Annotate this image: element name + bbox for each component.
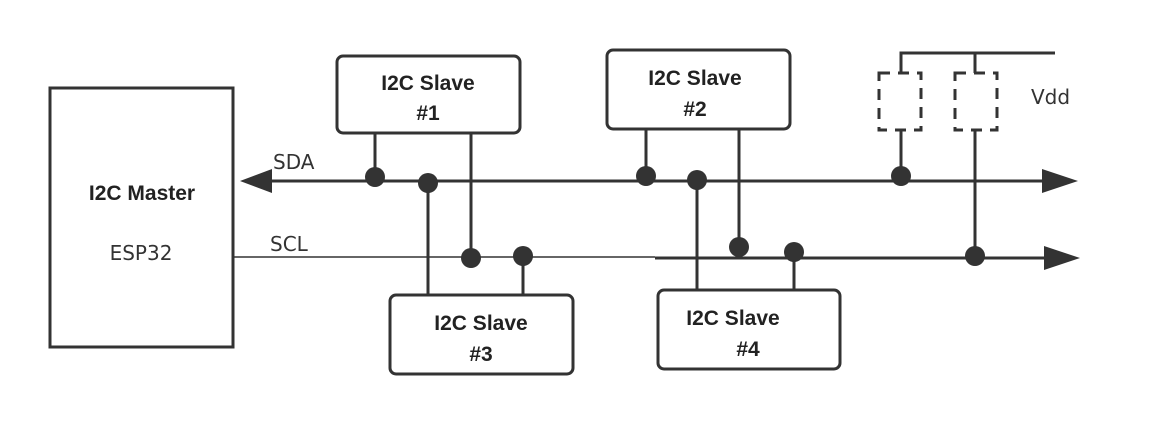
slave-1-number: #1: [416, 102, 440, 125]
slave-4-box: [656, 288, 842, 371]
scl-label: SCL: [270, 232, 309, 256]
pullup-resistor-scl: [953, 71, 999, 132]
scl-bus: SCL: [233, 232, 1080, 270]
slave-3-box: [388, 293, 575, 376]
master-title: I2C Master: [89, 182, 195, 205]
pullup-scl-junction: [965, 246, 985, 266]
slave-3-name: I2C Slave: [434, 312, 527, 335]
sda-bus: SDA: [240, 150, 1078, 193]
pullup-resistor-sda: [877, 71, 923, 132]
slave-4: I2C Slave #4: [656, 170, 842, 371]
slave-2-scl-junction: [729, 237, 749, 257]
vdd-label: Vdd: [1031, 85, 1070, 109]
pullup-network: Vdd: [877, 51, 1070, 266]
slave-1-sda-junction: [365, 167, 385, 187]
slave-2-name: I2C Slave: [648, 67, 741, 90]
slave-1: I2C Slave #1: [335, 54, 522, 268]
slave-1-name: I2C Slave: [381, 72, 474, 95]
slave-3-scl-junction: [513, 246, 533, 266]
master-box: [48, 86, 235, 349]
slave-4-scl-junction: [784, 242, 804, 262]
master-subtitle: ESP32: [110, 241, 173, 265]
slave-1-box: [335, 54, 522, 135]
slave-4-sda-junction: [687, 170, 707, 190]
slave-3-sda-junction: [418, 173, 438, 193]
slave-2-box: [605, 48, 792, 131]
slave-4-name: I2C Slave: [686, 307, 779, 330]
slave-3-number: #3: [469, 343, 492, 366]
sda-label: SDA: [273, 150, 315, 174]
slave-4-number: #4: [736, 338, 760, 361]
sda-arrow-left: [240, 169, 272, 193]
slave-2: I2C Slave #2: [605, 48, 792, 257]
master-block: I2C Master ESP32: [48, 86, 235, 349]
slave-3: I2C Slave #3: [388, 173, 575, 376]
vdd-rail: [899, 51, 1055, 73]
pullup-sda-junction: [891, 166, 911, 186]
slave-2-sda-junction: [636, 166, 656, 186]
sda-arrow-right: [1042, 169, 1078, 193]
scl-arrow-right: [1044, 246, 1080, 270]
slave-1-scl-junction: [461, 248, 481, 268]
slave-2-number: #2: [683, 98, 706, 121]
